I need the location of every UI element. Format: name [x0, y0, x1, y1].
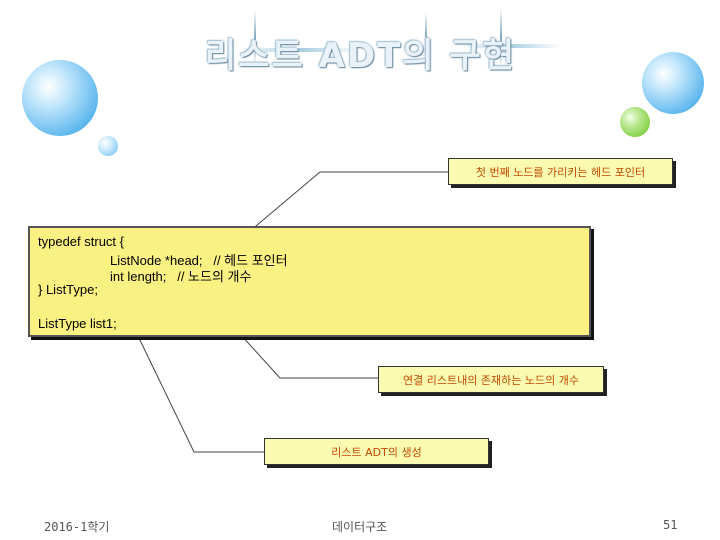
code-block: typedef struct { ListNode *head; // 헤드 포… — [28, 226, 591, 337]
callout-creation: 리스트 ADT의 생성 — [264, 438, 489, 465]
callout-head-pointer: 첫 번째 노드를 가리키는 헤드 포인터 — [448, 158, 673, 185]
code-line: ListType list1; — [38, 316, 117, 331]
code-line: int length; // 노드의 개수 — [110, 266, 251, 285]
callout-node-count: 연결 리스트내의 존재하는 노드의 개수 — [378, 366, 604, 393]
code-line: } ListType; — [38, 282, 98, 297]
callout-creation-text: 리스트 ADT의 생성 — [331, 444, 421, 460]
footer-course: 데이터구조 — [332, 518, 387, 535]
code-line: typedef struct { — [38, 234, 124, 249]
footer-semester: 2016-1학기 — [44, 518, 109, 535]
callout-node-count-text: 연결 리스트내의 존재하는 노드의 개수 — [403, 372, 579, 388]
connector-creation — [138, 336, 264, 452]
footer-page-number: 51 — [663, 518, 677, 532]
callout-head-pointer-text: 첫 번째 노드를 가리키는 헤드 포인터 — [476, 164, 645, 180]
